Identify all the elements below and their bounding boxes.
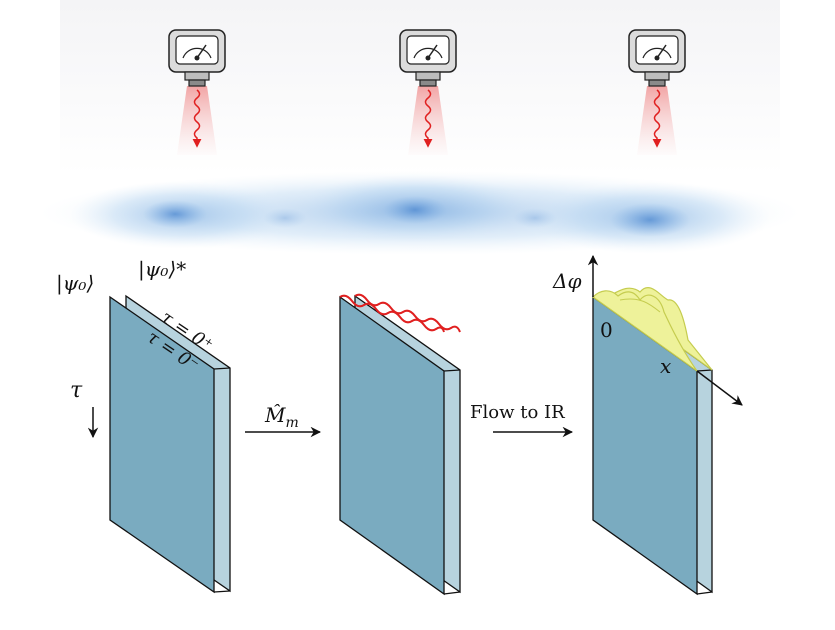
detector-lens — [648, 79, 666, 87]
light-beam — [177, 86, 217, 155]
gauge-face — [635, 35, 679, 65]
gauge-needle — [196, 44, 207, 59]
detector-nozzle — [644, 71, 670, 81]
photon-wave — [423, 89, 433, 148]
gauge-pivot — [194, 55, 200, 61]
x-label: x — [660, 354, 671, 378]
flow-to-ir-label: Flow to IR — [470, 402, 565, 423]
gauge-needle — [427, 44, 438, 59]
light-beam — [408, 86, 448, 155]
detector-nozzle — [184, 71, 210, 81]
photon-wave — [192, 89, 202, 148]
detector-lens — [188, 79, 206, 87]
detector-middle — [399, 29, 457, 155]
photon-wave — [652, 89, 662, 148]
gauge-pivot — [425, 55, 431, 61]
ket-psi0-conj-label: |ψ₀⟩* — [138, 257, 186, 282]
gauge-scale — [413, 47, 443, 59]
gauge-pivot — [654, 55, 660, 61]
zero-label: 0 — [600, 318, 613, 342]
gauge-scale — [182, 47, 212, 59]
detector-lens — [419, 79, 437, 87]
gauge-face — [406, 35, 450, 65]
measurement-edge-back — [354, 293, 461, 333]
measure-operator-symbol: M̂ — [264, 403, 286, 427]
detector-left — [168, 29, 226, 155]
delta-phi-label: Δφ — [552, 269, 581, 293]
slab-pair-initial — [109, 294, 231, 594]
tau-label: τ — [70, 378, 83, 403]
gauge-needle — [656, 44, 667, 59]
measure-operator-label: M̂m — [264, 403, 299, 431]
atom-cloud — [40, 171, 800, 255]
slab-pair-measured — [339, 293, 461, 596]
slab-pair-ir — [592, 287, 713, 596]
light-beam — [637, 86, 677, 155]
detector-right — [628, 29, 686, 155]
gauge-scale — [642, 47, 672, 59]
measure-operator-subscript: m — [285, 415, 298, 431]
x-axis — [696, 370, 743, 406]
ket-psi0-label: |ψ₀⟩ — [56, 271, 94, 296]
slab-front-measured — [339, 295, 445, 596]
detector-nozzle — [415, 71, 441, 81]
gauge-face — [175, 35, 219, 65]
